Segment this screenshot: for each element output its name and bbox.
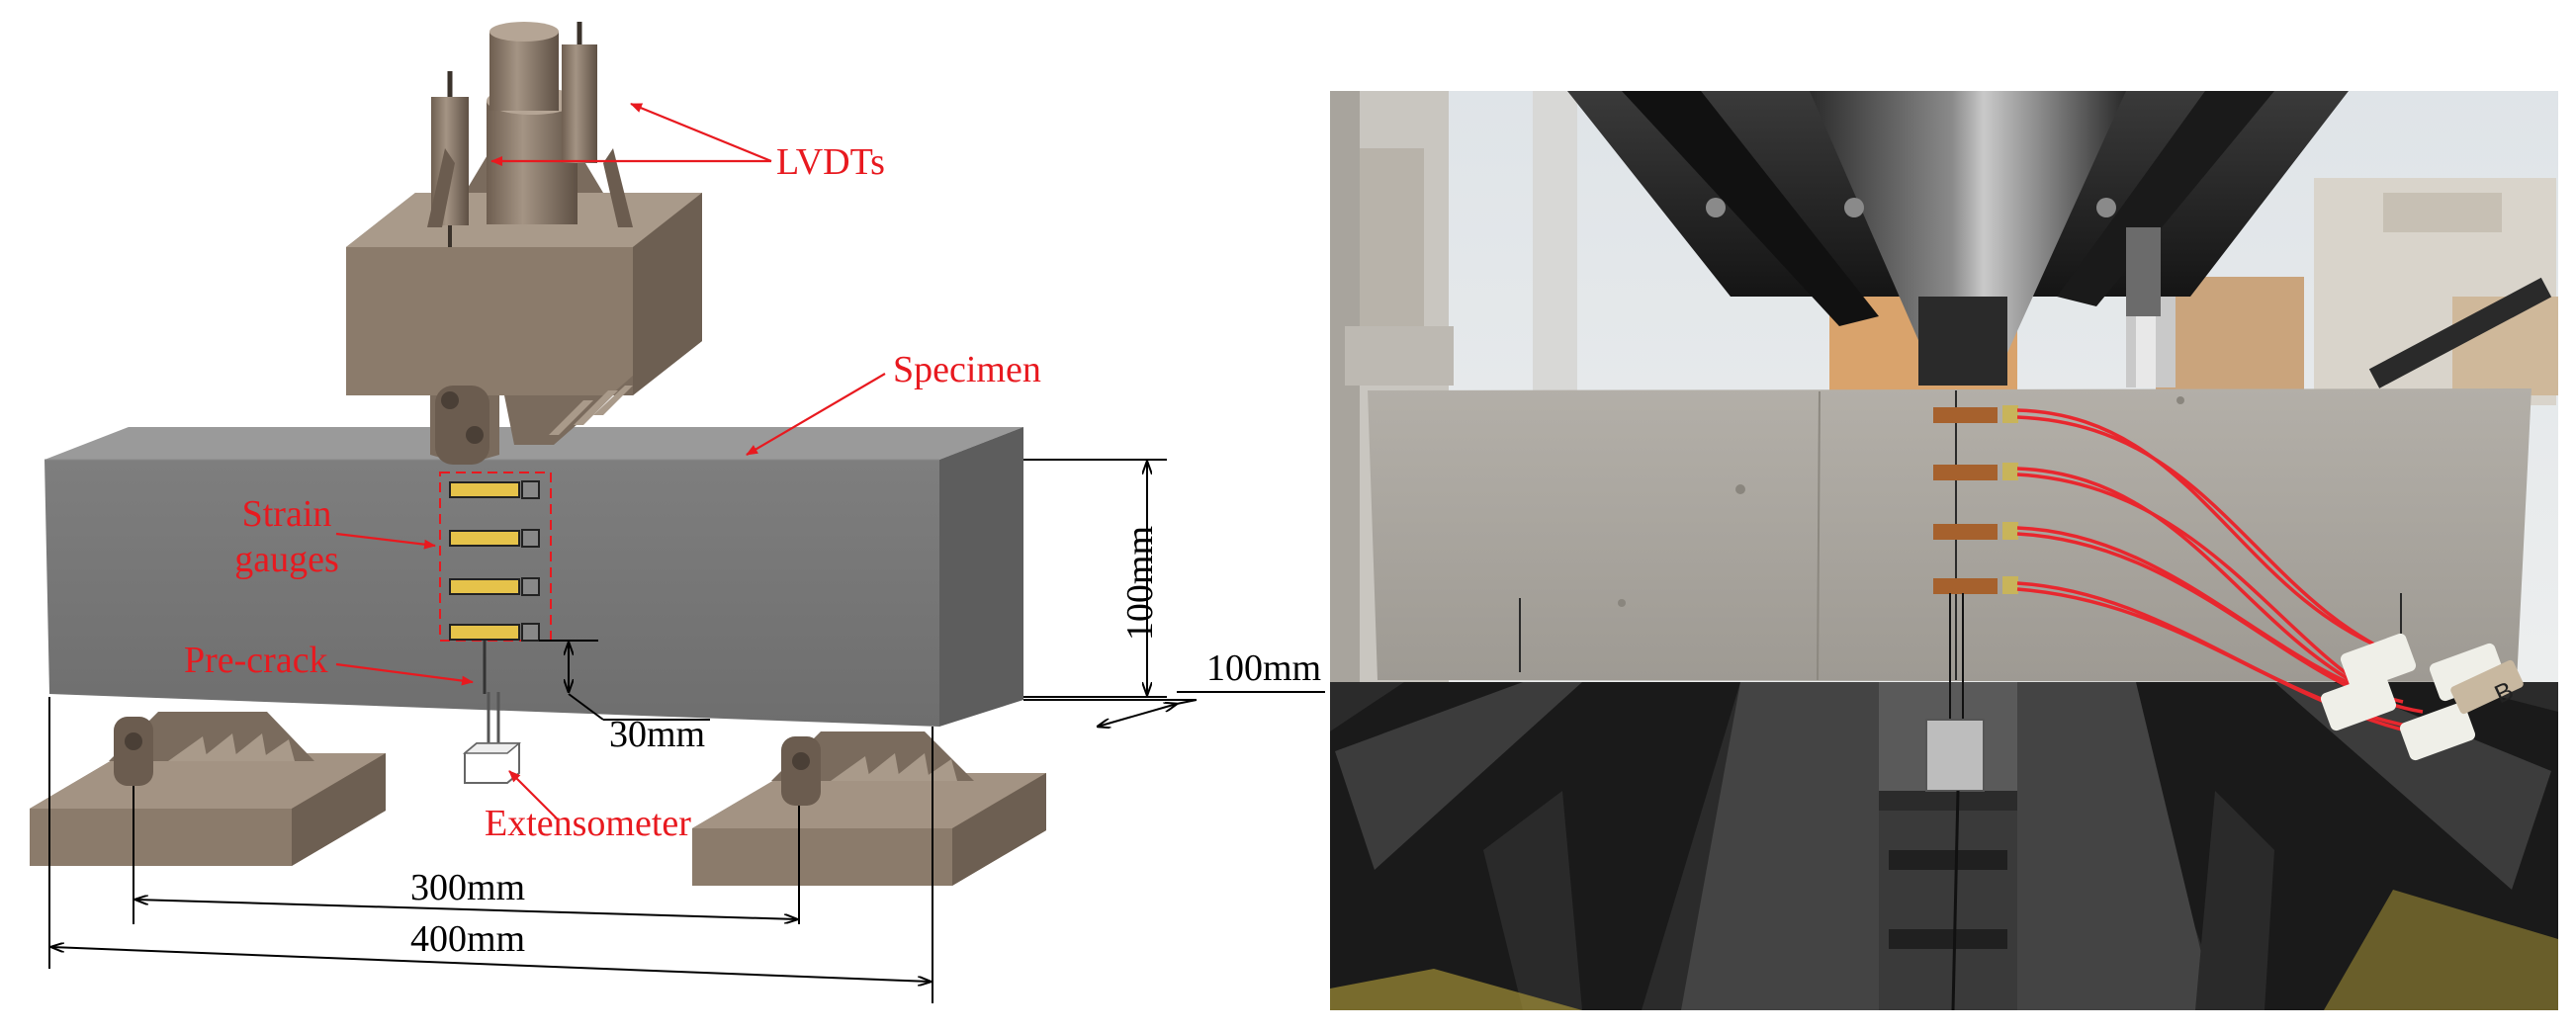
label-pre-crack: Pre-crack bbox=[184, 640, 328, 681]
loading-head bbox=[346, 22, 702, 465]
photo-extensometer bbox=[1925, 593, 1985, 1010]
schematic-panel: LVDTs Specimen Strain gauges Pre-crack E… bbox=[30, 22, 1325, 1003]
label-strain-gauges-line2: gauges bbox=[234, 539, 339, 580]
dimension-lines bbox=[48, 459, 1325, 1003]
strain-gauge-2 bbox=[449, 530, 520, 547]
dim-span-label: 300mm bbox=[410, 867, 525, 908]
label-specimen: Specimen bbox=[893, 349, 1041, 390]
lvdt-right bbox=[562, 44, 597, 163]
photo-panel: B bbox=[1330, 91, 2558, 1010]
strain-gauge-1 bbox=[449, 481, 520, 498]
label-lvdts: LVDTs bbox=[776, 141, 885, 183]
dim-height-label: 100mm bbox=[1119, 526, 1161, 641]
right-support bbox=[692, 731, 1046, 886]
photo-wires bbox=[2016, 408, 2463, 743]
dim-depth-label: 100mm bbox=[1206, 647, 1321, 689]
label-extensometer: Extensometer bbox=[485, 803, 691, 844]
photo-strain-gauges bbox=[1933, 405, 2018, 594]
dim-crack-label: 30mm bbox=[609, 714, 705, 755]
strain-gauge-3 bbox=[449, 578, 520, 595]
photo-connectors: B bbox=[2320, 633, 2524, 761]
left-support bbox=[30, 712, 386, 866]
strain-gauge-4 bbox=[449, 624, 520, 641]
label-strain-gauges-line1: Strain bbox=[242, 493, 332, 535]
specimen-beam bbox=[44, 427, 1023, 727]
dim-length-label: 400mm bbox=[410, 918, 525, 960]
annotation-arrows bbox=[335, 102, 886, 821]
strain-gauges bbox=[439, 472, 552, 642]
